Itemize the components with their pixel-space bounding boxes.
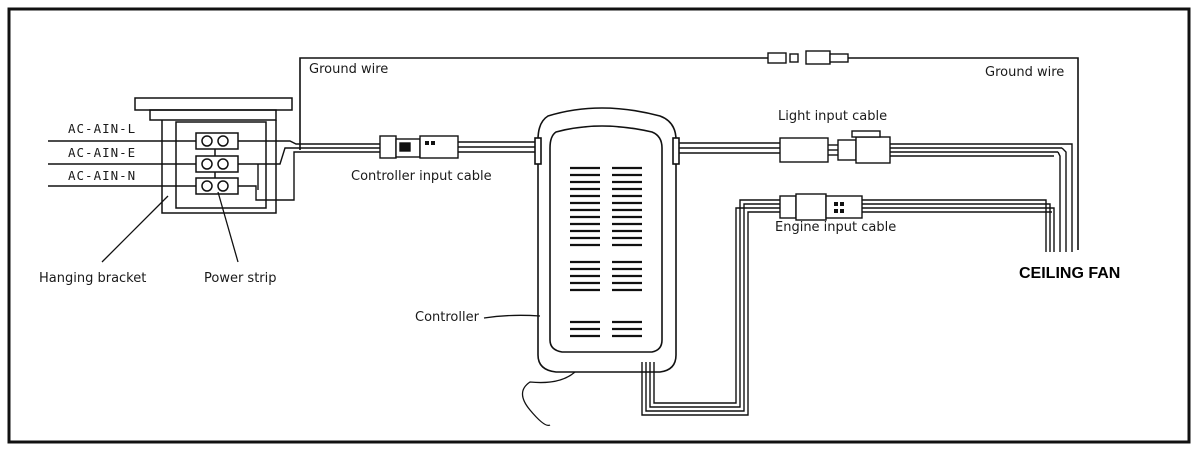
ac-ain-e-label: AC-AIN-E	[68, 145, 137, 160]
engine-input-cable	[641, 193, 1055, 416]
controller-vents	[570, 166, 642, 338]
ac-ain-l-label: AC-AIN-L	[68, 121, 137, 136]
engine-input-cable-label: Engine input cable	[775, 220, 897, 235]
light-input-cable-label: Light input cable	[778, 109, 888, 124]
controller-body	[534, 107, 680, 373]
light-input-cable	[679, 130, 1073, 252]
leader-lines	[101, 191, 541, 319]
ac-input-lines	[48, 140, 196, 187]
ceiling-fan-label: CEILING FAN	[1019, 265, 1121, 282]
strip-output-wires	[238, 140, 380, 201]
controller-label: Controller	[415, 310, 479, 325]
hanging-bracket	[134, 97, 293, 214]
controller-antenna	[521, 371, 576, 427]
ground-wire-label-left: Ground wire	[309, 62, 389, 77]
power-strip-label: Power strip	[204, 271, 277, 286]
controller-input-cable	[379, 135, 536, 159]
hanging-bracket-label: Hanging bracket	[39, 271, 147, 286]
ac-ain-n-label: AC-AIN-N	[68, 168, 137, 183]
diagram-frame	[7, 7, 1191, 444]
ground-connector	[767, 50, 849, 65]
ground-wire-label-right: Ground wire	[985, 65, 1065, 80]
power-strip	[195, 132, 239, 195]
controller-input-cable-label: Controller input cable	[351, 169, 492, 184]
